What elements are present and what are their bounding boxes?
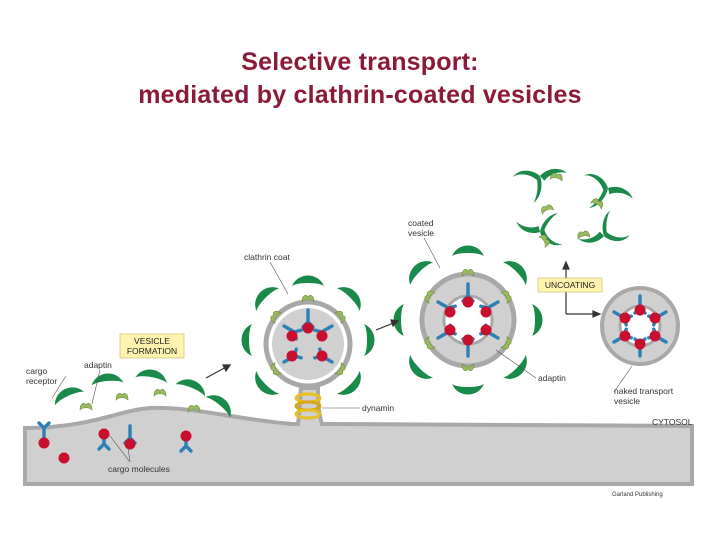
vesicle-formation-label-1: VESICLE	[134, 336, 170, 346]
uncoating-label: UNCOATING	[545, 280, 595, 290]
coated-vesicle-label-1: coated	[408, 218, 434, 228]
naked-vesicle	[602, 288, 678, 364]
adaptin-label-left: adaptin	[84, 360, 112, 370]
uncoating-box: UNCOATING	[538, 278, 602, 292]
cargo-receptor-label-2: receptor	[26, 376, 57, 386]
credit-label: Garland Publishing	[612, 492, 663, 498]
cytosol-label: CYTOSOL	[652, 417, 693, 427]
dynamin-label: dynamin	[362, 403, 394, 413]
naked-vesicle-label-1: naked transport	[614, 386, 674, 396]
cargo-receptor-label-1: cargo	[26, 366, 48, 376]
coated-vesicle-label-2: vesicle	[408, 228, 434, 238]
clathrin-coat-label: clathrin coat	[244, 252, 290, 262]
pinching-vesicle	[242, 276, 375, 401]
vesicle-formation-box: VESICLE FORMATION	[120, 334, 184, 358]
released-clathrin	[512, 163, 636, 248]
cargo-molecules-label: cargo molecules	[108, 464, 170, 474]
naked-vesicle-label-2: vesicle	[614, 396, 640, 406]
vesicle-formation-label-2: FORMATION	[127, 346, 177, 356]
adaptin-label-right: adaptin	[538, 373, 566, 383]
coated-vesicle	[394, 246, 543, 395]
